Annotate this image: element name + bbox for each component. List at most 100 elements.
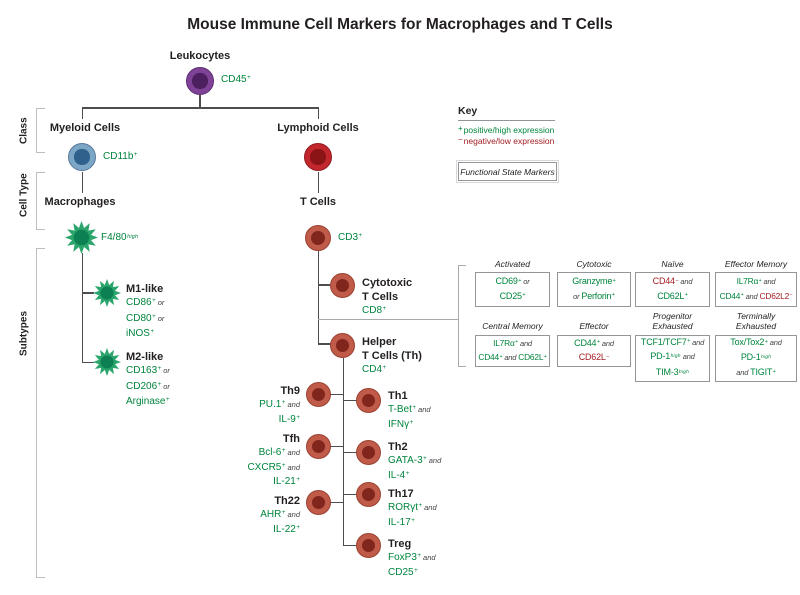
cell-nucleus <box>192 73 208 89</box>
m2-label: M2-like <box>126 351 164 363</box>
functional-state-markers-badge: Functional State Markers <box>456 160 559 183</box>
marker-line: CD25+ <box>500 290 526 305</box>
helper-node: Helper T Cells (Th) CD4+ <box>362 336 422 375</box>
marker-text: Bcl-6+ <box>258 447 286 458</box>
functional-label-effector-memory: Effector Memory <box>724 259 788 269</box>
connector-line <box>317 107 320 119</box>
key-positive-row: +positive/high expression <box>458 123 555 135</box>
t-cell-icon <box>305 225 331 251</box>
tfh-cell-icon <box>306 434 331 459</box>
marker-text: CD86+ <box>126 297 156 308</box>
connector-line <box>342 451 357 454</box>
helper-marker: CD4+ <box>362 364 387 375</box>
marker-line: RORγt+and <box>388 501 437 516</box>
key-negative-row: −negative/low expression <box>458 134 555 146</box>
diagram-title: Mouse Immune Cell Markers for Macrophage… <box>187 16 613 33</box>
cell-nucleus <box>311 439 326 454</box>
conjunction-text: or <box>157 298 165 307</box>
marker-text: Perforin+ <box>581 290 615 301</box>
marker-text: Tox/Tox2+ <box>730 337 768 348</box>
marker-text: CD44− <box>652 276 679 286</box>
marker-text: IL-17+ <box>388 516 415 528</box>
macrophages-label: Macrophages <box>44 196 116 208</box>
functional-label-cytotoxic: Cytotoxic <box>576 259 612 269</box>
connector-line <box>317 284 330 286</box>
t-cells-marker: CD3+ <box>338 232 363 243</box>
helper-label-line1: Helper <box>362 336 397 348</box>
marker-text: CD44+ <box>478 352 503 362</box>
leukocyte-cell-icon <box>186 67 214 95</box>
cytotoxic-marker: CD8+ <box>362 305 387 316</box>
t-cells-label: T Cells <box>299 196 337 208</box>
marker-text: IL7Rα+ <box>736 276 762 286</box>
connector-line <box>329 393 343 396</box>
marker-text: CD80+ <box>126 312 156 324</box>
marker-text: Arginase+ <box>126 396 170 407</box>
conjunction-text: or <box>523 277 530 286</box>
marker-text: CD62L− <box>578 352 610 362</box>
conjunction-text: and <box>519 338 532 348</box>
th17-label: Th17 <box>388 488 414 500</box>
marker-text: IFNγ+ <box>388 418 414 430</box>
marker-text: CD25+ <box>499 290 526 301</box>
axis-label-cell-type: Cell Type <box>18 173 30 217</box>
marker-text: PU.1+ <box>259 399 286 410</box>
marker-text: IL-22+ <box>273 523 300 535</box>
marker-line: GATA-3+and <box>388 454 441 469</box>
marker-text: TCF1/TCF7+ <box>640 336 691 347</box>
cell-nucleus <box>311 231 325 245</box>
marker-line: Granzyme+ <box>572 275 616 290</box>
marker-text: CD62L2− <box>759 290 793 301</box>
marker-line: iNOS+ <box>126 327 164 343</box>
marker-text: CD44+ <box>574 337 600 348</box>
th9-cell-icon <box>306 382 331 407</box>
conjunction-text: and <box>287 462 300 472</box>
marker-text: FoxP3+ <box>388 552 422 563</box>
conjunction-text: and <box>692 337 705 347</box>
marker-line: PD-1high <box>741 351 771 367</box>
cell-type-bracket <box>36 172 45 230</box>
connector-line <box>317 251 320 344</box>
marker-text: iNOS+ <box>126 328 155 339</box>
marker-text: CXCR5+ <box>247 461 286 473</box>
myeloid-marker: CD11b+ <box>103 151 138 162</box>
leukocytes-label: Leukocytes <box>169 50 231 62</box>
subtypes-bracket <box>36 248 45 578</box>
conjunction-text: and <box>424 503 437 512</box>
connector-line <box>81 253 83 363</box>
marker-text: GATA-3+ <box>388 455 427 466</box>
conjunction-text: and <box>680 277 693 286</box>
conjunction-text: and <box>287 400 300 409</box>
cytotoxic-t-cell-icon <box>330 273 355 298</box>
lymphoid-cell-icon <box>304 143 332 171</box>
cell-nucleus <box>361 445 376 460</box>
marker-line: CD44−and <box>653 275 693 290</box>
th2-label: Th2 <box>388 441 408 453</box>
cell-nucleus <box>361 538 376 553</box>
m2-macrophage-cell-icon <box>93 348 121 376</box>
marker-text: PD-1high <box>740 351 772 362</box>
marker-line: IL7Rα+and <box>737 275 776 290</box>
connector-line <box>342 544 357 547</box>
cytotoxic-node: Cytotoxic T Cells CD8+ <box>362 277 412 316</box>
key-divider <box>458 120 555 121</box>
marker-line: FoxP3+and <box>388 551 436 566</box>
